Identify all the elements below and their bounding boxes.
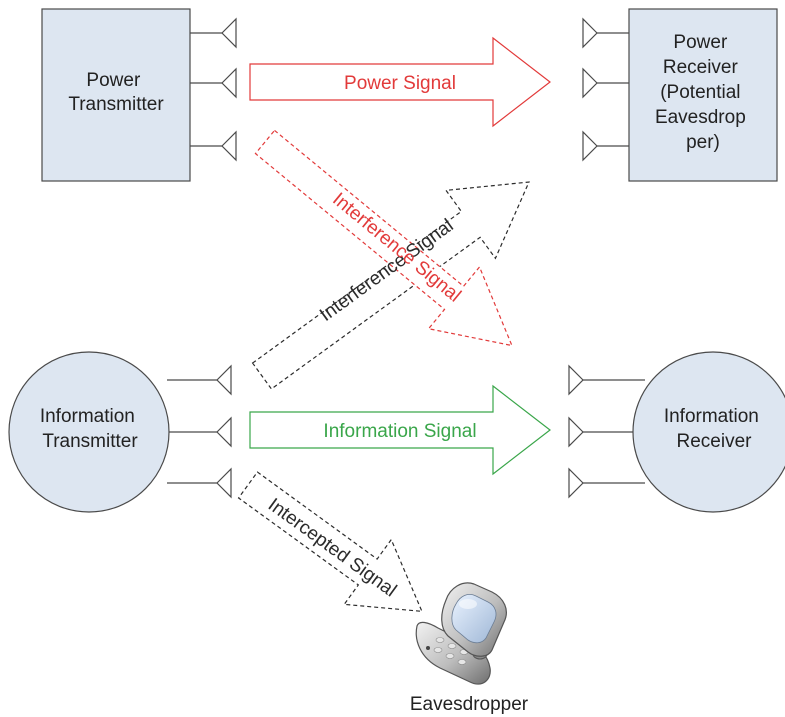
- antenna-icon: [169, 416, 232, 448]
- power-transmitter: Power Transmitter: [41, 8, 237, 182]
- information-receiver-label: Information Receiver: [664, 406, 764, 452]
- information-receiver: Information Receiver: [568, 351, 785, 513]
- mobile-phone-icon: [415, 582, 507, 685]
- antenna-icon: [190, 67, 237, 99]
- power-receiver-antennas: [582, 17, 629, 162]
- power-receiver-label: Power Receiver (Potential Eavesdrop per): [655, 32, 751, 153]
- antenna-icon: [568, 467, 645, 499]
- information-receiver-antennas: [568, 364, 645, 499]
- antenna-icon: [167, 467, 232, 499]
- interference-signal-red-arrow: [254, 129, 513, 347]
- interference-signal-black-arrow: [251, 181, 530, 390]
- power-transmitter-box: [41, 8, 191, 182]
- information-transmitter-antennas: [167, 364, 232, 499]
- intercepted-signal-label: Intercepted Signal: [264, 494, 400, 601]
- power-receiver-box: [628, 8, 778, 182]
- power-receiver: Power Receiver (Potential Eavesdrop per): [582, 8, 778, 182]
- antenna-icon: [568, 364, 645, 396]
- intercepted-signal-arrow: Intercepted Signal: [237, 471, 423, 613]
- information-transmitter-label: Information Transmitter: [40, 406, 140, 452]
- antenna-icon: [190, 17, 237, 49]
- antenna-icon: [167, 364, 232, 396]
- eavesdropper-label: Eavesdropper: [410, 694, 529, 715]
- power-transmitter-label: Power Transmitter: [68, 70, 164, 115]
- information-transmitter: Information Transmitter: [8, 351, 232, 513]
- information-signal-arrow: Information Signal: [249, 384, 551, 476]
- information-signal-label: Information Signal: [323, 421, 476, 442]
- power-signal-arrow: Power Signal: [249, 36, 551, 128]
- antenna-icon: [582, 17, 629, 49]
- power-transmitter-antennas: [190, 17, 237, 162]
- antenna-icon: [568, 416, 633, 448]
- antenna-icon: [190, 130, 237, 162]
- antenna-icon: [582, 67, 629, 99]
- antenna-icon: [582, 130, 629, 162]
- power-signal-label: Power Signal: [344, 73, 456, 94]
